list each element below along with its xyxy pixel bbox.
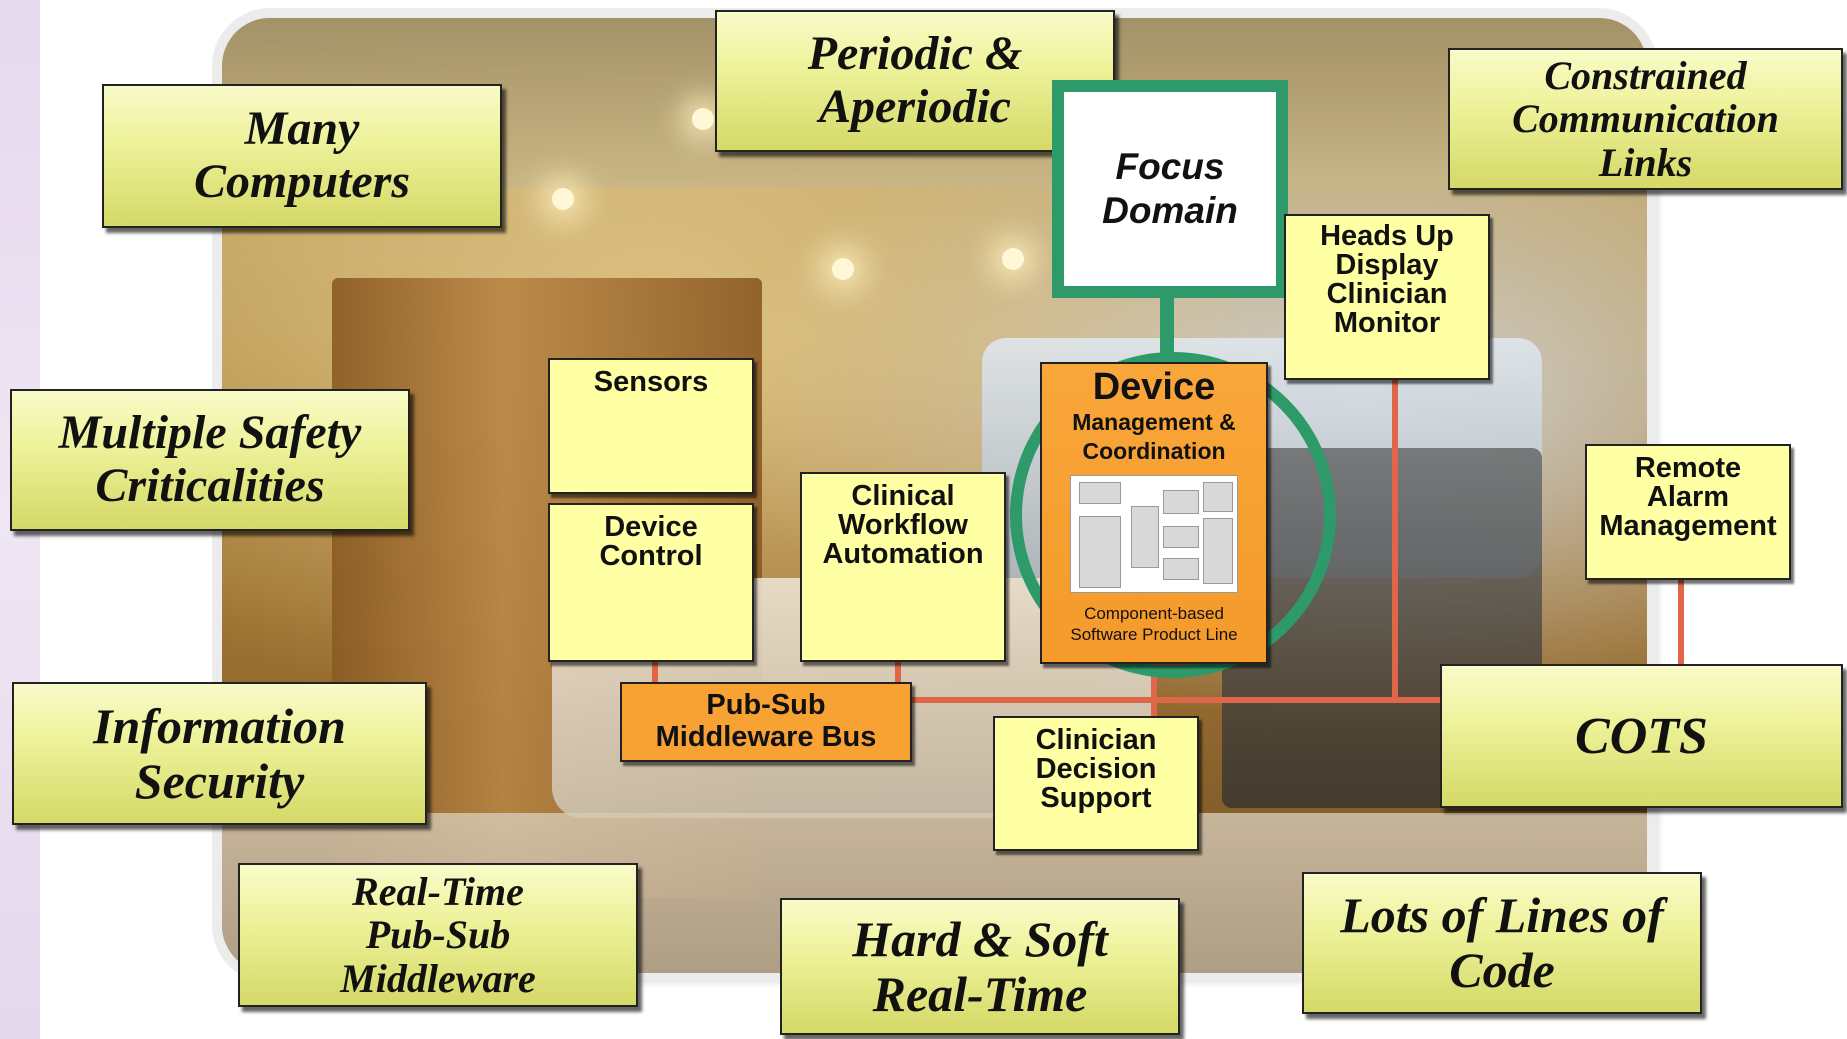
periodic-aperiodic-box: Periodic & Aperiodic	[715, 10, 1115, 152]
hard-soft-realtime-box: Hard & Soft Real-Time	[780, 898, 1180, 1035]
remote-alarm-line: Alarm	[1646, 481, 1730, 513]
remote-alarm-line: Remote	[1634, 452, 1742, 484]
device-control-line: Device	[604, 511, 698, 543]
clinician-decision-line: Decision	[1035, 753, 1157, 785]
device-title: Device	[1092, 366, 1216, 408]
heads-up-display-box: Heads Up Display Clinician Monitor	[1284, 214, 1490, 380]
realtime-pubsub-line: Middleware	[340, 955, 536, 1001]
heads-up-line: Heads Up	[1320, 220, 1454, 252]
periodic-aperiodic-line: Periodic &	[807, 27, 1023, 81]
device-caption-line: Software Product Line	[1070, 624, 1238, 644]
realtime-pubsub-box: Real-Time Pub-Sub Middleware	[238, 863, 638, 1007]
hard-soft-line: Real-Time	[872, 965, 1088, 1022]
hard-soft-line: Hard & Soft	[852, 910, 1108, 967]
multiple-safety-box: Multiple Safety Criticalities	[10, 389, 410, 531]
realtime-pubsub-line: Pub-Sub	[365, 912, 511, 958]
information-security-line: Security	[134, 752, 305, 809]
clinician-decision-box: Clinician Decision Support	[993, 716, 1199, 851]
many-computers-line: Computers	[193, 155, 411, 208]
constrained-links-box: Constrained Communication Links	[1448, 48, 1843, 190]
heads-up-line: Clinician	[1326, 278, 1448, 310]
clinician-decision-line: Support	[1040, 782, 1152, 814]
focus-domain-line: Focus	[1115, 145, 1225, 187]
lots-of-code-line: Code	[1449, 942, 1555, 998]
realtime-pubsub-line: Real-Time	[352, 869, 524, 915]
component-diagram-thumbnail	[1070, 474, 1238, 593]
clinical-workflow-line: Automation	[822, 538, 984, 570]
lots-of-code-box: Lots of Lines of Code	[1302, 872, 1702, 1014]
periodic-aperiodic-line: Aperiodic	[819, 80, 1011, 133]
remote-alarm-box: Remote Alarm Management	[1585, 444, 1791, 580]
focus-domain-line: Domain	[1102, 190, 1238, 231]
many-computers-line: Many	[244, 102, 360, 156]
device-control-box: Device Control	[548, 503, 754, 662]
pubsub-bus-line: Middleware Bus	[655, 721, 877, 753]
constrained-links-line: Communication	[1512, 96, 1779, 142]
clinician-decision-line: Clinician	[1035, 724, 1157, 756]
device-subtitle-line: Coordination	[1082, 438, 1226, 465]
many-computers-box: Many Computers	[102, 84, 502, 228]
heads-up-line: Display	[1335, 249, 1439, 281]
information-security-line: Information	[93, 697, 346, 754]
sensors-label: Sensors	[593, 366, 709, 398]
device-caption-line: Component-based	[1084, 603, 1224, 623]
clinical-workflow-line: Workflow	[838, 509, 968, 541]
sensors-box: Sensors	[548, 358, 754, 494]
device-management-box: Device Management & Coordination Compone…	[1040, 362, 1268, 664]
information-security-box: Information Security	[12, 682, 427, 825]
constrained-links-line: Links	[1598, 139, 1693, 185]
focus-domain-box: Focus Domain	[1052, 80, 1288, 298]
clinical-workflow-line: Clinical	[851, 480, 955, 512]
cots-label: COTS	[1575, 707, 1708, 765]
device-subtitle-line: Management &	[1072, 409, 1236, 435]
cots-box: COTS	[1440, 664, 1843, 808]
heads-up-line: Monitor	[1333, 307, 1441, 339]
pubsub-bus-line: Pub-Sub	[706, 689, 826, 722]
pubsub-bus-box: Pub-Sub Middleware Bus	[620, 682, 912, 762]
remote-alarm-line: Management	[1599, 510, 1777, 542]
clinical-workflow-box: Clinical Workflow Automation	[800, 472, 1006, 662]
constrained-links-line: Constrained	[1544, 53, 1747, 99]
multiple-safety-line: Criticalities	[95, 459, 325, 512]
device-control-line: Control	[599, 540, 703, 572]
multiple-safety-line: Multiple Safety	[58, 406, 362, 460]
lots-of-code-line: Lots of Lines of	[1340, 887, 1664, 943]
